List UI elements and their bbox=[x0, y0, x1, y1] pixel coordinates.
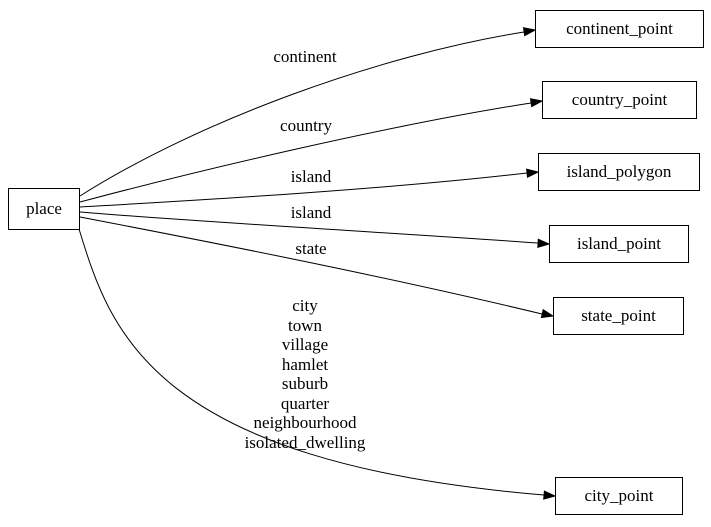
edge-place-to-city-point bbox=[78, 228, 545, 496]
node-island-polygon: island_polygon bbox=[538, 153, 700, 191]
arrowhead-island-polygon-icon bbox=[526, 168, 540, 178]
edge-label-country: country bbox=[280, 116, 332, 135]
edge-place-to-island-point bbox=[79, 211, 539, 244]
arrowhead-continent-point-icon bbox=[522, 27, 537, 37]
edge-place-to-island-polygon bbox=[79, 172, 528, 208]
node-island-point: island_point bbox=[549, 225, 689, 263]
arrowhead-city-point-icon bbox=[543, 490, 557, 500]
node-continent-point: continent_point bbox=[535, 10, 704, 48]
node-country-point: country_point bbox=[542, 81, 697, 119]
arrowhead-state-point-icon bbox=[540, 308, 555, 319]
edge-place-to-state-point bbox=[79, 216, 543, 315]
edge-place-to-continent-point bbox=[79, 31, 525, 197]
edge-label-city-group: city town village hamlet suburb quarter … bbox=[244, 296, 366, 452]
arrowhead-country-point-icon bbox=[529, 98, 544, 108]
edge-place-to-country-point bbox=[79, 102, 532, 203]
node-place: place bbox=[8, 188, 80, 230]
arrowhead-island-point-icon bbox=[537, 238, 551, 248]
edge-label-island-polygon: island bbox=[290, 167, 332, 186]
edge-label-state: state bbox=[295, 239, 327, 258]
edge-label-island-point: island bbox=[290, 203, 332, 222]
node-state-point: state_point bbox=[553, 297, 684, 335]
edge-label-continent: continent bbox=[273, 47, 337, 66]
node-city-point: city_point bbox=[555, 477, 683, 515]
